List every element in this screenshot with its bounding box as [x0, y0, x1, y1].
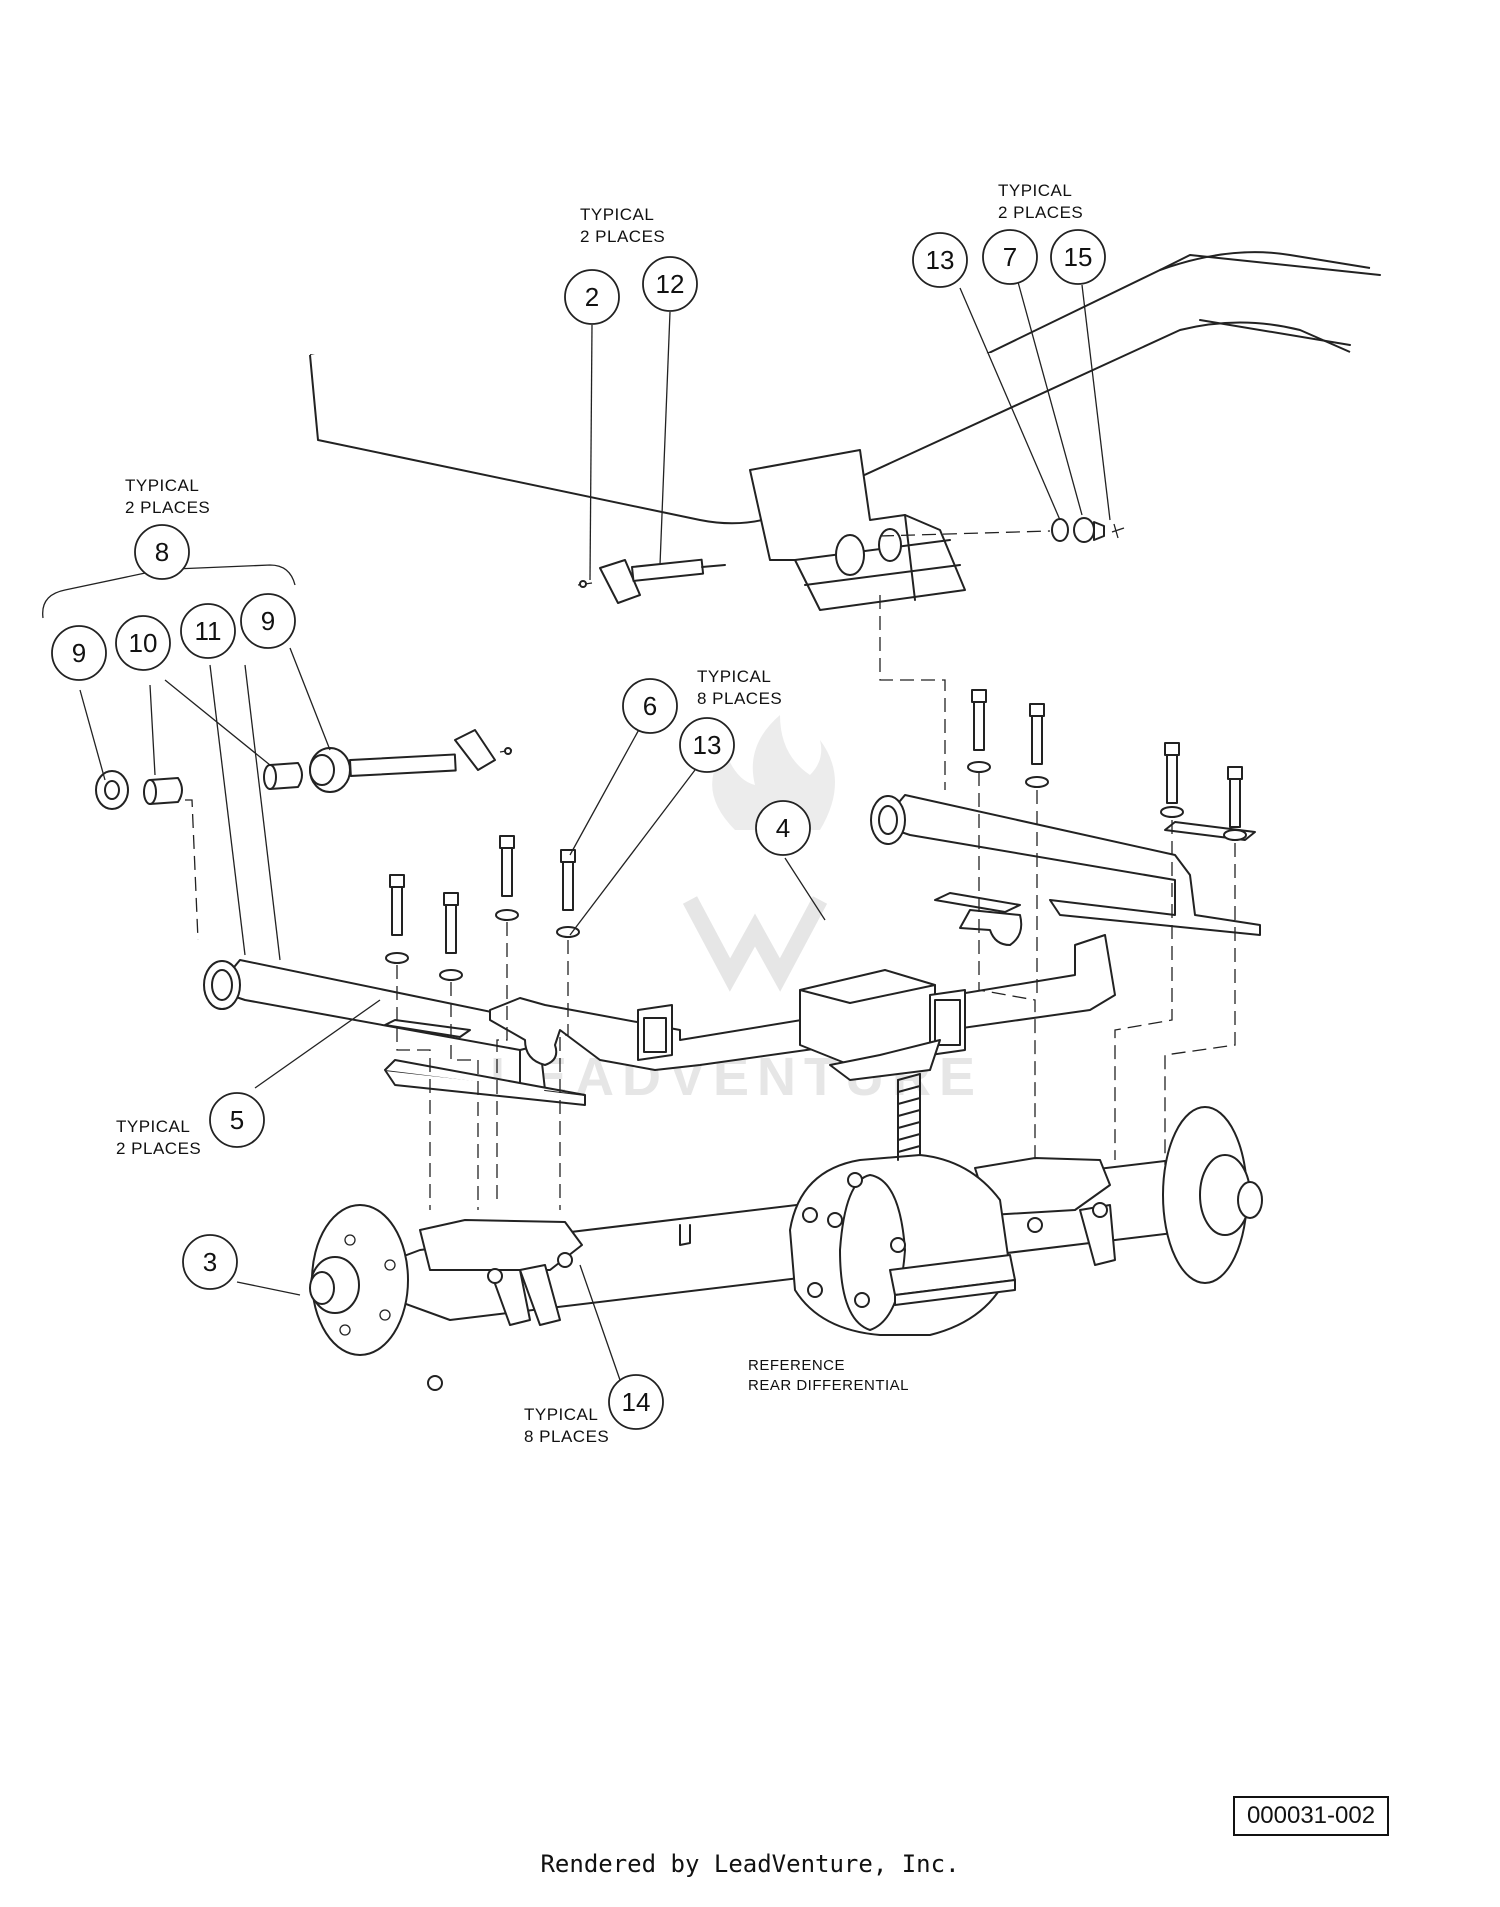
- callout-3: 3: [182, 1234, 238, 1290]
- drawing-number-box: 000031-002: [1233, 1796, 1389, 1836]
- bolt: [1160, 742, 1184, 818]
- note-typical-bottomleft-2: 2 PLACES: [116, 1139, 201, 1158]
- callout-13-top: 13: [912, 232, 968, 288]
- note-typical-topright-1: TYPICAL: [998, 181, 1072, 200]
- callout-12: 12: [642, 256, 698, 312]
- note-reference-1: REFERENCE: [748, 1357, 845, 1374]
- render-credit: Rendered by LeadVenture, Inc.: [540, 1850, 960, 1878]
- callout-8-label: 8: [155, 537, 169, 567]
- note-typical-bottom-1: TYPICAL: [524, 1405, 598, 1424]
- bolt: [439, 892, 463, 981]
- callout-2: 2: [564, 269, 620, 325]
- assembly-lines: [185, 595, 1236, 1210]
- callout-5: 5: [209, 1092, 265, 1148]
- callout-12-label: 12: [656, 269, 685, 299]
- bushing-set: [95, 729, 513, 810]
- note-typical-top-2: 2 PLACES: [580, 227, 665, 246]
- note-typical-left-1: TYPICAL: [125, 476, 199, 495]
- left-trailing-arm: [203, 959, 586, 1106]
- notes: TYPICAL 2 PLACES TYPICAL 2 PLACES TYPICA…: [116, 181, 1083, 1446]
- receiver-opening: [934, 999, 961, 1046]
- bolt: [1223, 766, 1247, 841]
- note-reference-2: REAR DIFFERENTIAL: [748, 1377, 909, 1394]
- callout-15: 15: [1050, 229, 1106, 285]
- note-typical-topright-2: 2 PLACES: [998, 203, 1083, 222]
- note-typical-bottom-2: 8 PLACES: [524, 1427, 609, 1446]
- bolt: [385, 874, 409, 964]
- callout-11: 11: [180, 603, 236, 659]
- callout-8: 8: [134, 524, 190, 580]
- callout-6-label: 6: [643, 691, 657, 721]
- bolt: [1025, 703, 1049, 788]
- callout-2-label: 2: [585, 282, 599, 312]
- frame-rail: [309, 251, 1381, 525]
- upper-pivot-bolt: [577, 558, 726, 604]
- callout-5-label: 5: [230, 1105, 244, 1135]
- callout-9-right-label: 9: [261, 606, 275, 636]
- callout-13-mid: 13: [679, 717, 735, 773]
- callout-9-left: 9: [51, 625, 107, 681]
- callout-6: 6: [622, 678, 678, 734]
- callout-15-label: 15: [1064, 242, 1093, 272]
- leader-lines: [42, 281, 1111, 1381]
- callout-10-label: 10: [129, 628, 158, 658]
- frame-bracket: [749, 449, 966, 611]
- callout-4: 4: [755, 800, 811, 856]
- bolt-stacks: [385, 689, 1247, 981]
- bolt: [556, 849, 580, 938]
- callout-9-left-label: 9: [72, 638, 86, 668]
- callout-14: 14: [608, 1374, 664, 1430]
- callout-7: 7: [982, 229, 1038, 285]
- callout-14-label: 14: [622, 1387, 651, 1417]
- rear-axle-assembly: [309, 1073, 1263, 1391]
- callout-11-label: 11: [195, 616, 222, 646]
- callout-13-mid-label: 13: [693, 730, 722, 760]
- note-typical-left-2: 2 PLACES: [125, 498, 210, 517]
- note-typical-mid-1: TYPICAL: [697, 667, 771, 686]
- callouts: 2 12 13 7 15 8 9 10 11 9 6 13 4 5 3 14: [51, 229, 1106, 1430]
- callout-13-top-label: 13: [926, 245, 955, 275]
- callout-9-right: 9: [240, 593, 296, 649]
- callout-10: 10: [115, 615, 171, 671]
- bolt: [495, 835, 519, 921]
- spring-plate-left: [384, 1019, 471, 1038]
- bolt: [967, 689, 991, 773]
- differential-spring: [897, 1073, 921, 1161]
- right-trailing-arm: [870, 794, 1261, 936]
- callout-3-label: 3: [203, 1247, 217, 1277]
- note-typical-bottomleft-1: TYPICAL: [116, 1117, 190, 1136]
- callout-4-label: 4: [776, 813, 790, 843]
- callout-7-label: 7: [1003, 242, 1017, 272]
- note-typical-mid-2: 8 PLACES: [697, 689, 782, 708]
- hitch-crossmember: [489, 909, 1116, 1081]
- pivot-hole: [835, 534, 865, 576]
- note-typical-top-1: TYPICAL: [580, 205, 654, 224]
